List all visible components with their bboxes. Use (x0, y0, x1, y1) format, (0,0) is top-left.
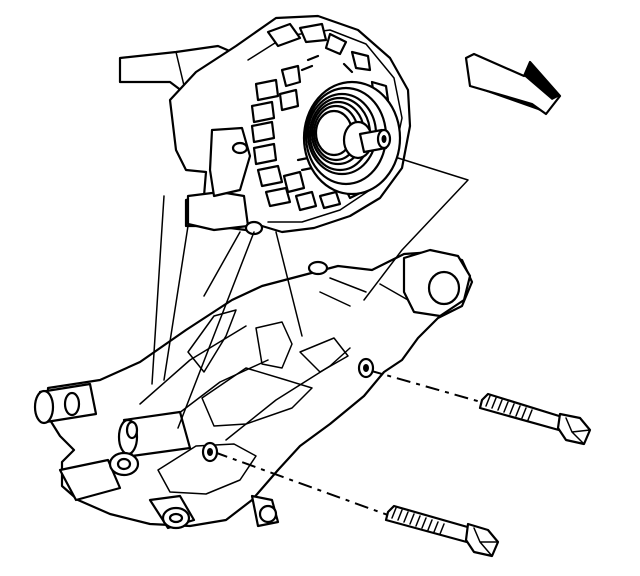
front-direction-arrow-icon (464, 52, 562, 116)
mounting-bracket (33, 248, 474, 530)
upper-bolt (357, 357, 592, 446)
alignment-guides (151, 157, 469, 429)
generator (118, 14, 412, 236)
lower-bolt (201, 441, 500, 558)
drive-pulley (302, 80, 402, 196)
